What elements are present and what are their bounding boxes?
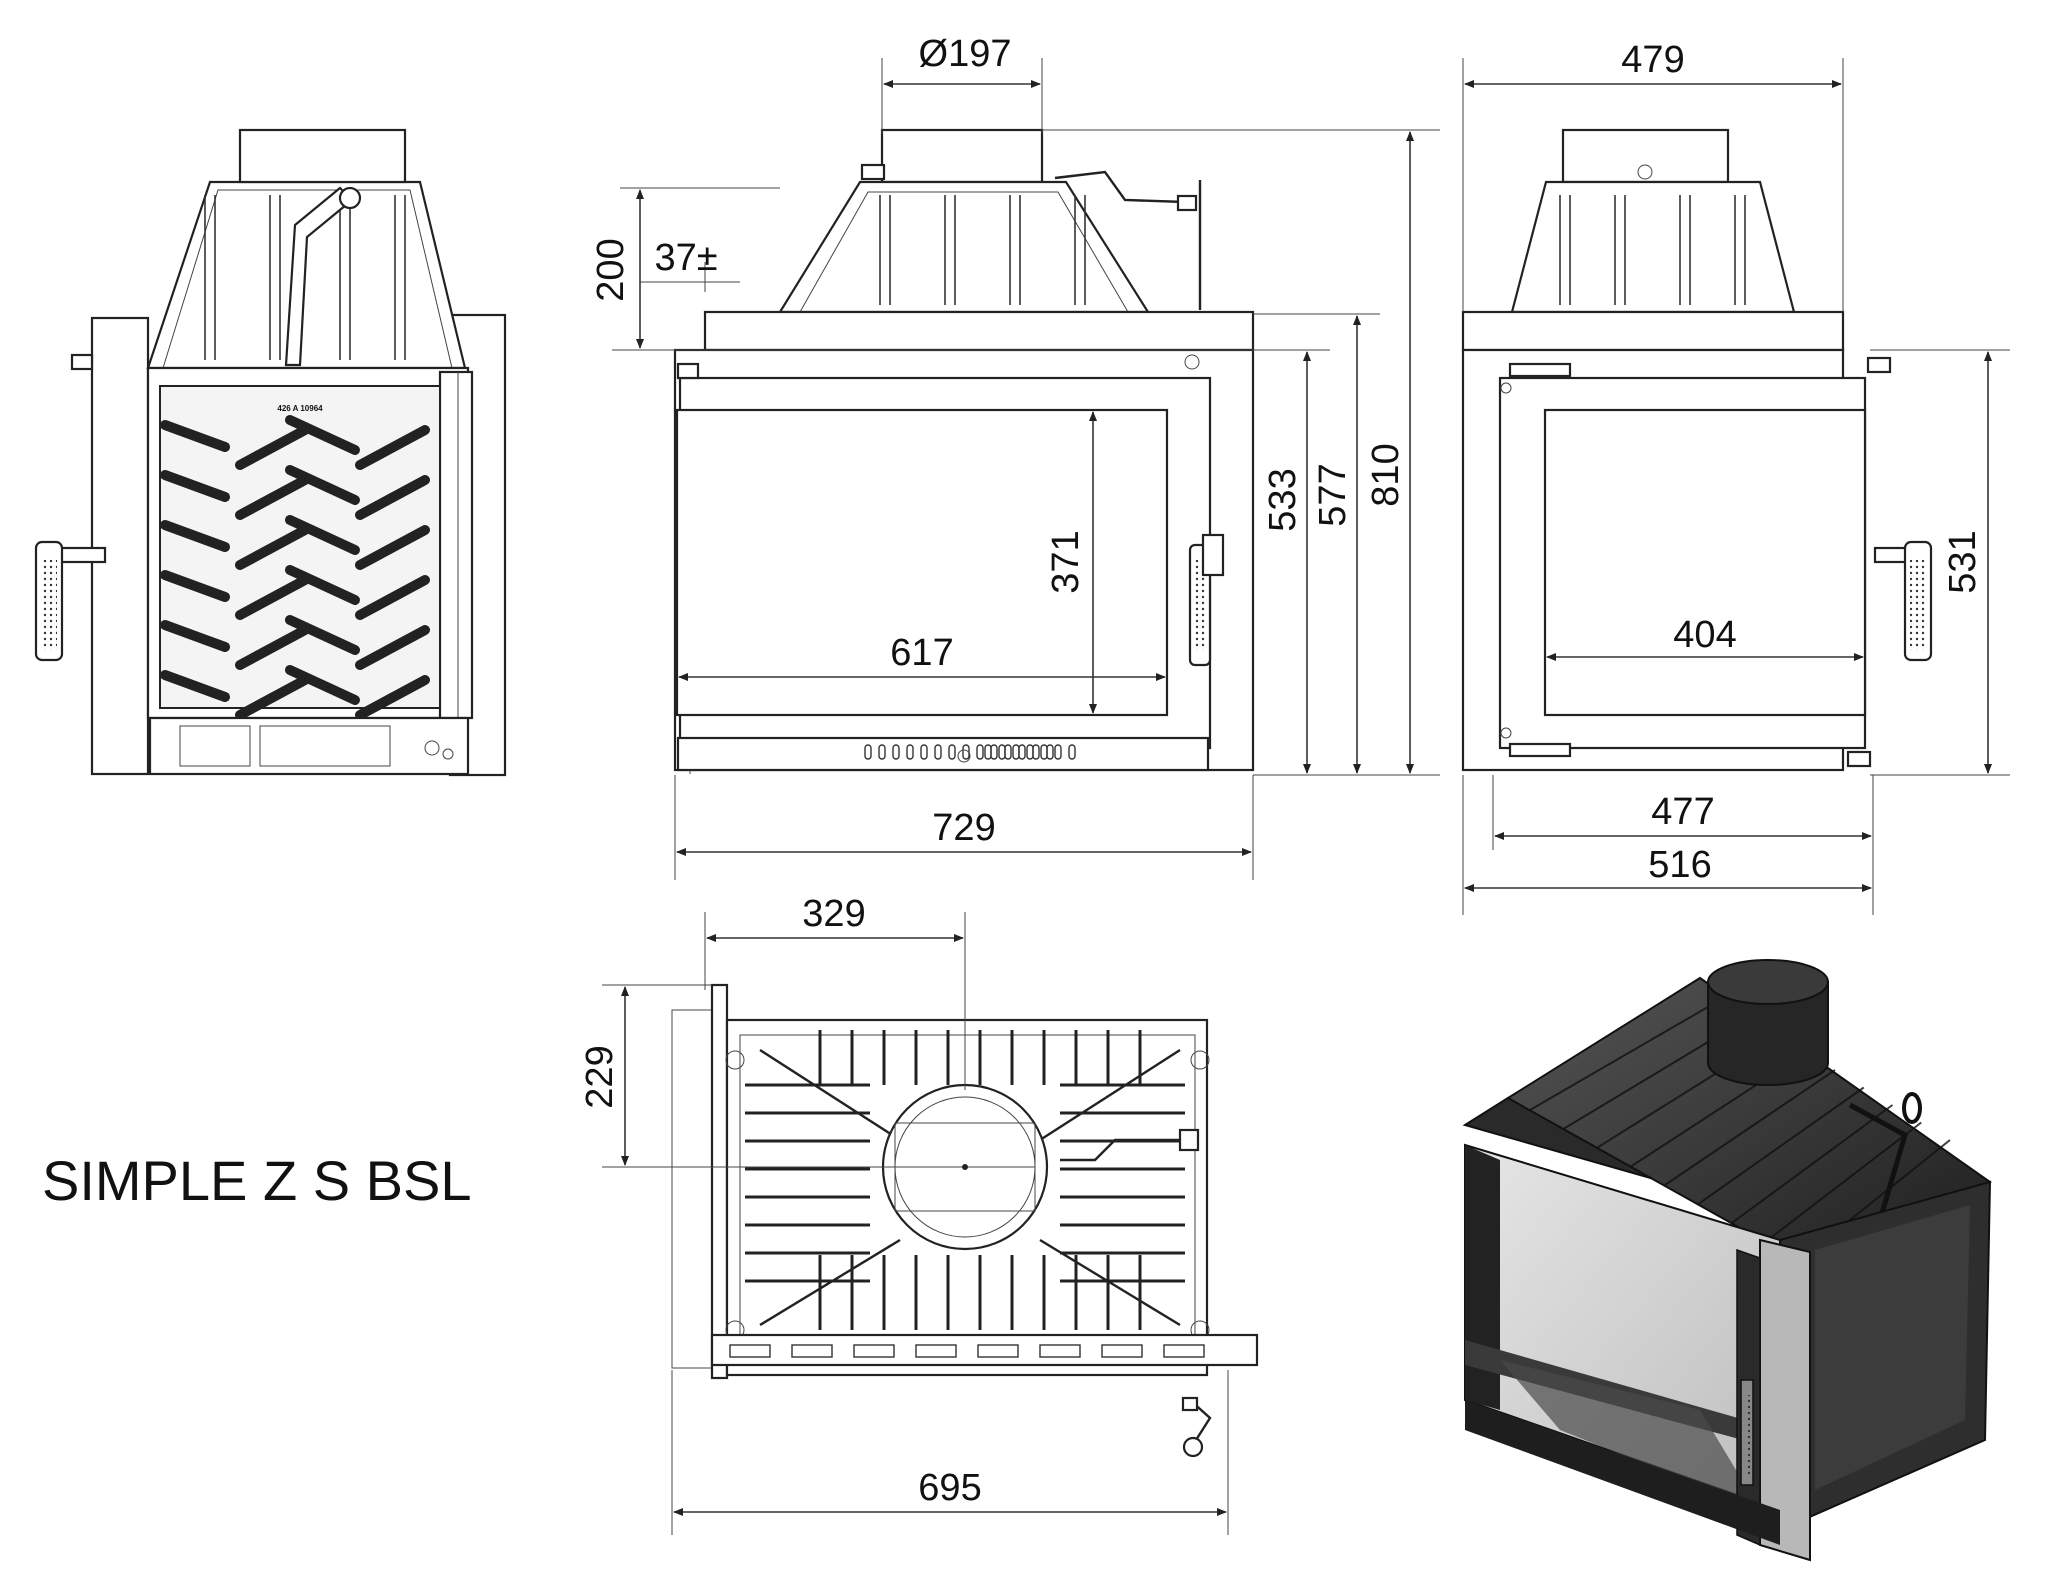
dim-height-door: 533	[1262, 468, 1304, 531]
vent-slot	[920, 744, 928, 760]
dim-glass-depth: 404	[1673, 614, 1736, 656]
hood-rib	[1698, 1086, 1865, 1205]
rib	[235, 425, 310, 470]
top-strip	[729, 1344, 1205, 1358]
front-view	[673, 128, 1255, 774]
left-side-view: 426 A 10964	[34, 128, 507, 777]
rib	[285, 615, 360, 655]
top-fins	[745, 1030, 1185, 1330]
rib	[160, 670, 230, 702]
vent-slot	[864, 744, 872, 760]
dim-glass-height: 371	[1045, 530, 1087, 593]
right-side-view	[1461, 128, 1933, 772]
vent-slot	[934, 744, 942, 760]
dim-top-width: 695	[918, 1467, 981, 1509]
vent-slot	[1026, 744, 1034, 760]
dim-depth-total: 516	[1648, 844, 1711, 886]
rib	[235, 625, 310, 670]
dim-flue-offset-y: 229	[579, 1045, 621, 1108]
hood-ribs	[1529, 999, 1951, 1261]
dim-depth-top: 479	[1621, 39, 1684, 81]
rib	[160, 570, 230, 602]
rib	[235, 475, 310, 520]
rib	[355, 425, 430, 470]
rib	[285, 415, 360, 455]
strip-block	[853, 1344, 895, 1358]
rib	[285, 465, 360, 505]
top-view	[671, 983, 1259, 1458]
strip-block	[1039, 1344, 1081, 1358]
model-title: SIMPLE Z S BSL	[42, 1149, 472, 1212]
dim-hood-offset: 37±	[654, 237, 717, 279]
strip-block	[729, 1344, 771, 1358]
vent-slot	[878, 744, 886, 760]
dimension-lines	[602, 58, 2010, 1535]
dim-hood-height: 200	[590, 238, 632, 301]
rib	[355, 525, 430, 570]
hood-rib	[1664, 1069, 1836, 1186]
rib	[285, 565, 360, 605]
vent-slot	[1054, 744, 1062, 760]
vent-slot	[1068, 744, 1076, 760]
dim-width-total: 729	[932, 807, 995, 849]
dim-height-total: 810	[1365, 443, 1407, 506]
vent-slot	[1040, 744, 1048, 760]
vent-slot	[984, 744, 992, 760]
air-vents	[864, 744, 1076, 760]
vent-slot	[948, 744, 956, 760]
strip-block	[977, 1344, 1019, 1358]
rib	[355, 475, 430, 520]
rib	[285, 665, 360, 705]
rib	[355, 675, 430, 720]
plate-ribs	[160, 415, 430, 720]
strip-block	[791, 1344, 833, 1358]
vent-slot	[976, 744, 984, 760]
rib	[160, 620, 230, 652]
vent-slot	[998, 744, 1006, 760]
strip-block	[1101, 1344, 1143, 1358]
rib	[355, 575, 430, 620]
rib	[160, 420, 230, 452]
rib	[235, 525, 310, 570]
dim-door-height-side: 531	[1942, 530, 1984, 593]
strip-block	[1163, 1344, 1205, 1358]
vent-slot	[906, 744, 914, 760]
strip-block	[915, 1344, 957, 1358]
dim-flue-diameter: Ø197	[919, 33, 1012, 75]
hood-rib	[1529, 999, 1721, 1111]
dim-height-body: 577	[1312, 463, 1354, 526]
rib	[160, 470, 230, 502]
vent-slot	[1012, 744, 1020, 760]
rib	[285, 515, 360, 555]
isometric-view	[1462, 959, 1992, 1562]
rib	[235, 675, 310, 720]
plate-marking: 426 A 10964	[277, 404, 323, 413]
dim-depth-inner: 477	[1651, 791, 1714, 833]
dim-flue-offset-x: 329	[802, 893, 865, 935]
hood-rib	[1765, 1121, 1922, 1243]
rib	[160, 520, 230, 552]
rib	[235, 575, 310, 620]
vent-slot	[892, 744, 900, 760]
hood-rib	[1731, 1104, 1894, 1224]
dim-glass-width: 617	[890, 632, 953, 674]
rib	[355, 625, 430, 670]
